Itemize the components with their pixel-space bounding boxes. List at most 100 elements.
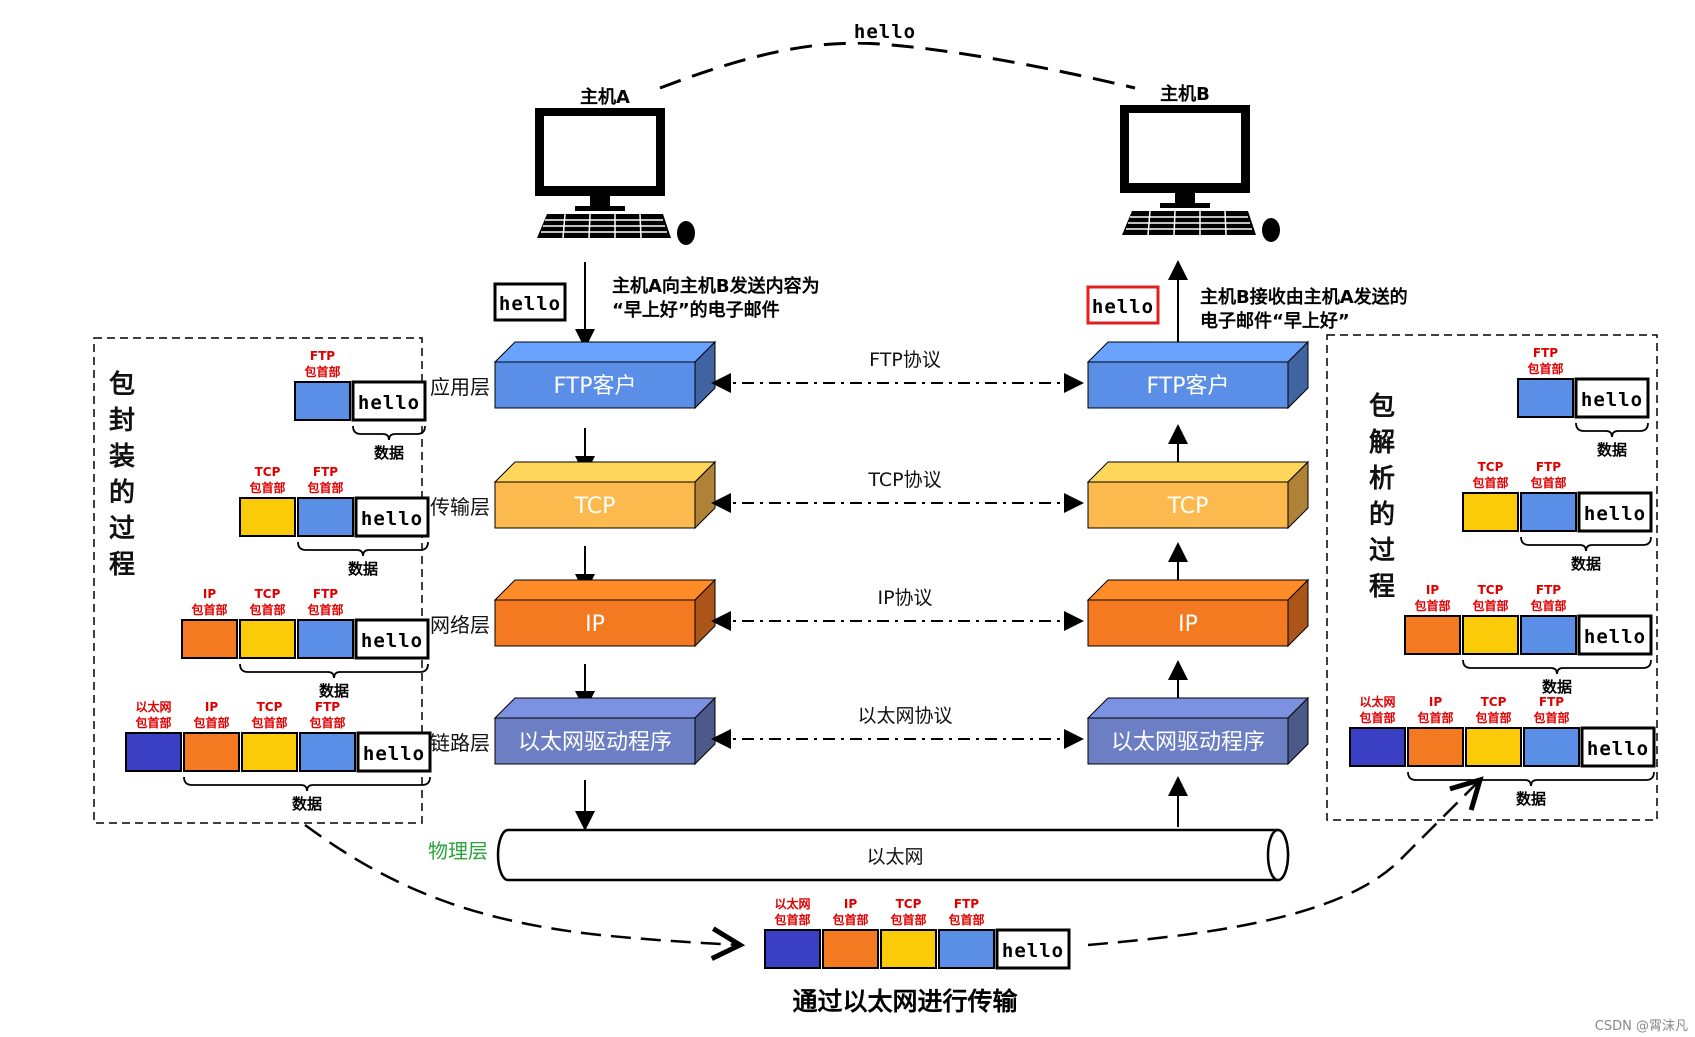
host-a-data: hello [499, 293, 561, 315]
layer-name-4: 链路层 [430, 731, 490, 755]
header-label-tcp: 包首部 [248, 602, 285, 617]
host-a-label: 主机A [580, 86, 630, 108]
header-label-ftp: FTP [954, 897, 979, 911]
header-label-eth: 以太网 [774, 896, 810, 911]
host-a-computer-icon [535, 108, 695, 245]
header-label-ip: IP [844, 897, 857, 911]
header-label-ftp: FTP [313, 587, 338, 601]
data-brace [297, 541, 429, 557]
header-label-ip: 包首部 [831, 912, 868, 927]
header-label-tcp: 包首部 [889, 912, 926, 927]
header-block-ftp [1520, 615, 1577, 655]
header-label-ip: IP [203, 587, 216, 601]
host-b-layer-box-3: IP [1086, 578, 1310, 648]
header-block-ftp [294, 381, 351, 421]
header-block-ftp [938, 929, 995, 969]
host-b-caption-line1: 主机B接收由主机A发送的 [1200, 286, 1408, 308]
header-block-tcp [1462, 492, 1519, 532]
data-label: 数据 [292, 795, 322, 813]
header-block-ip [822, 929, 879, 969]
host-b-layer-box-1: FTP客户 [1086, 340, 1310, 410]
header-block-ftp [1523, 727, 1580, 767]
header-label-ftp: FTP [313, 465, 338, 479]
title-char: 的 [1369, 499, 1395, 530]
header-label-ip: IP [1426, 583, 1439, 597]
title-char: 解 [1369, 428, 1395, 458]
host-a-layer-box-2: TCP [493, 460, 717, 530]
title-char: 过 [109, 514, 135, 544]
host-b-layer-box-label: TCP [1167, 494, 1209, 519]
host-b-computer-icon [1120, 105, 1280, 242]
host-a-layer-box-3: IP [493, 578, 717, 648]
header-block-ftp [1520, 492, 1577, 532]
data-block [354, 618, 430, 660]
header-label-tcp: 包首部 [248, 480, 285, 495]
host-a-caption-line2: “早上好”的电子邮件 [612, 299, 780, 321]
header-block-ip [1407, 727, 1464, 767]
data-block [351, 380, 427, 422]
header-label-ip: IP [205, 700, 218, 714]
data-brace [1575, 422, 1649, 438]
protocol-label-3: IP协议 [877, 587, 932, 609]
data-word: hello [358, 392, 420, 414]
title-char: 包 [109, 369, 135, 400]
data-word: hello [1587, 738, 1649, 760]
title-char: 包 [1369, 391, 1395, 422]
header-block-eth [125, 732, 182, 772]
host-b-layer-box-label: FTP客户 [1147, 374, 1230, 399]
header-block-eth [1349, 727, 1406, 767]
title-char: 程 [109, 550, 135, 580]
header-label-ftp: FTP [315, 700, 340, 714]
encapsulation-panel [93, 337, 423, 824]
header-label-ftp: FTP [310, 349, 335, 363]
host-a-layer-box-label: 以太网驱动程序 [518, 730, 672, 755]
data-brace [1520, 536, 1652, 552]
data-word: hello [1584, 503, 1646, 525]
header-label-ftp: 包首部 [1529, 598, 1566, 613]
data-block [995, 928, 1071, 970]
header-block-tcp [1462, 615, 1519, 655]
host-b-data-box [1086, 285, 1160, 325]
header-label-ftp: 包首部 [1529, 475, 1566, 490]
header-block-eth [764, 929, 821, 969]
header-label-ip: 包首部 [1416, 710, 1453, 725]
host-b-layer-box-2: TCP [1086, 460, 1310, 530]
data-block [354, 496, 430, 538]
header-block-ip [183, 732, 240, 772]
ethernet-cable [496, 828, 1290, 882]
header-label-eth: 包首部 [773, 912, 810, 927]
title-char: 析 [1369, 464, 1395, 494]
hello-arc-line [659, 41, 1136, 90]
header-label-tcp: TCP [257, 700, 283, 714]
transmission-caption: 通过以太网进行传输 [792, 987, 1018, 1016]
header-label-ftp: FTP [1536, 460, 1561, 474]
header-label-eth: 包首部 [134, 715, 171, 730]
header-label-ftp: FTP [1539, 695, 1564, 709]
data-word: hello [361, 508, 423, 530]
header-label-eth: 包首部 [1358, 710, 1395, 725]
data-word: hello [361, 630, 423, 652]
watermark: CSDN @霄沫凡 [1595, 1019, 1688, 1034]
protocol-label-2: TCP协议 [867, 469, 941, 491]
header-label-tcp: 包首部 [1474, 710, 1511, 725]
data-brace [239, 663, 429, 679]
header-block-tcp [239, 619, 296, 659]
data-label: 数据 [1571, 555, 1601, 573]
host-a-layer-box-1: FTP客户 [493, 340, 717, 410]
header-label-ftp: 包首部 [306, 602, 343, 617]
transmit-curve-left [304, 823, 740, 945]
layer-name-3: 网络层 [430, 613, 490, 637]
data-label: 数据 [348, 560, 378, 578]
header-label-tcp: TCP [1478, 460, 1504, 474]
data-brace [352, 425, 426, 441]
data-word: hello [363, 743, 425, 765]
decapsulation-panel [1326, 334, 1658, 821]
data-brace [1407, 771, 1655, 787]
